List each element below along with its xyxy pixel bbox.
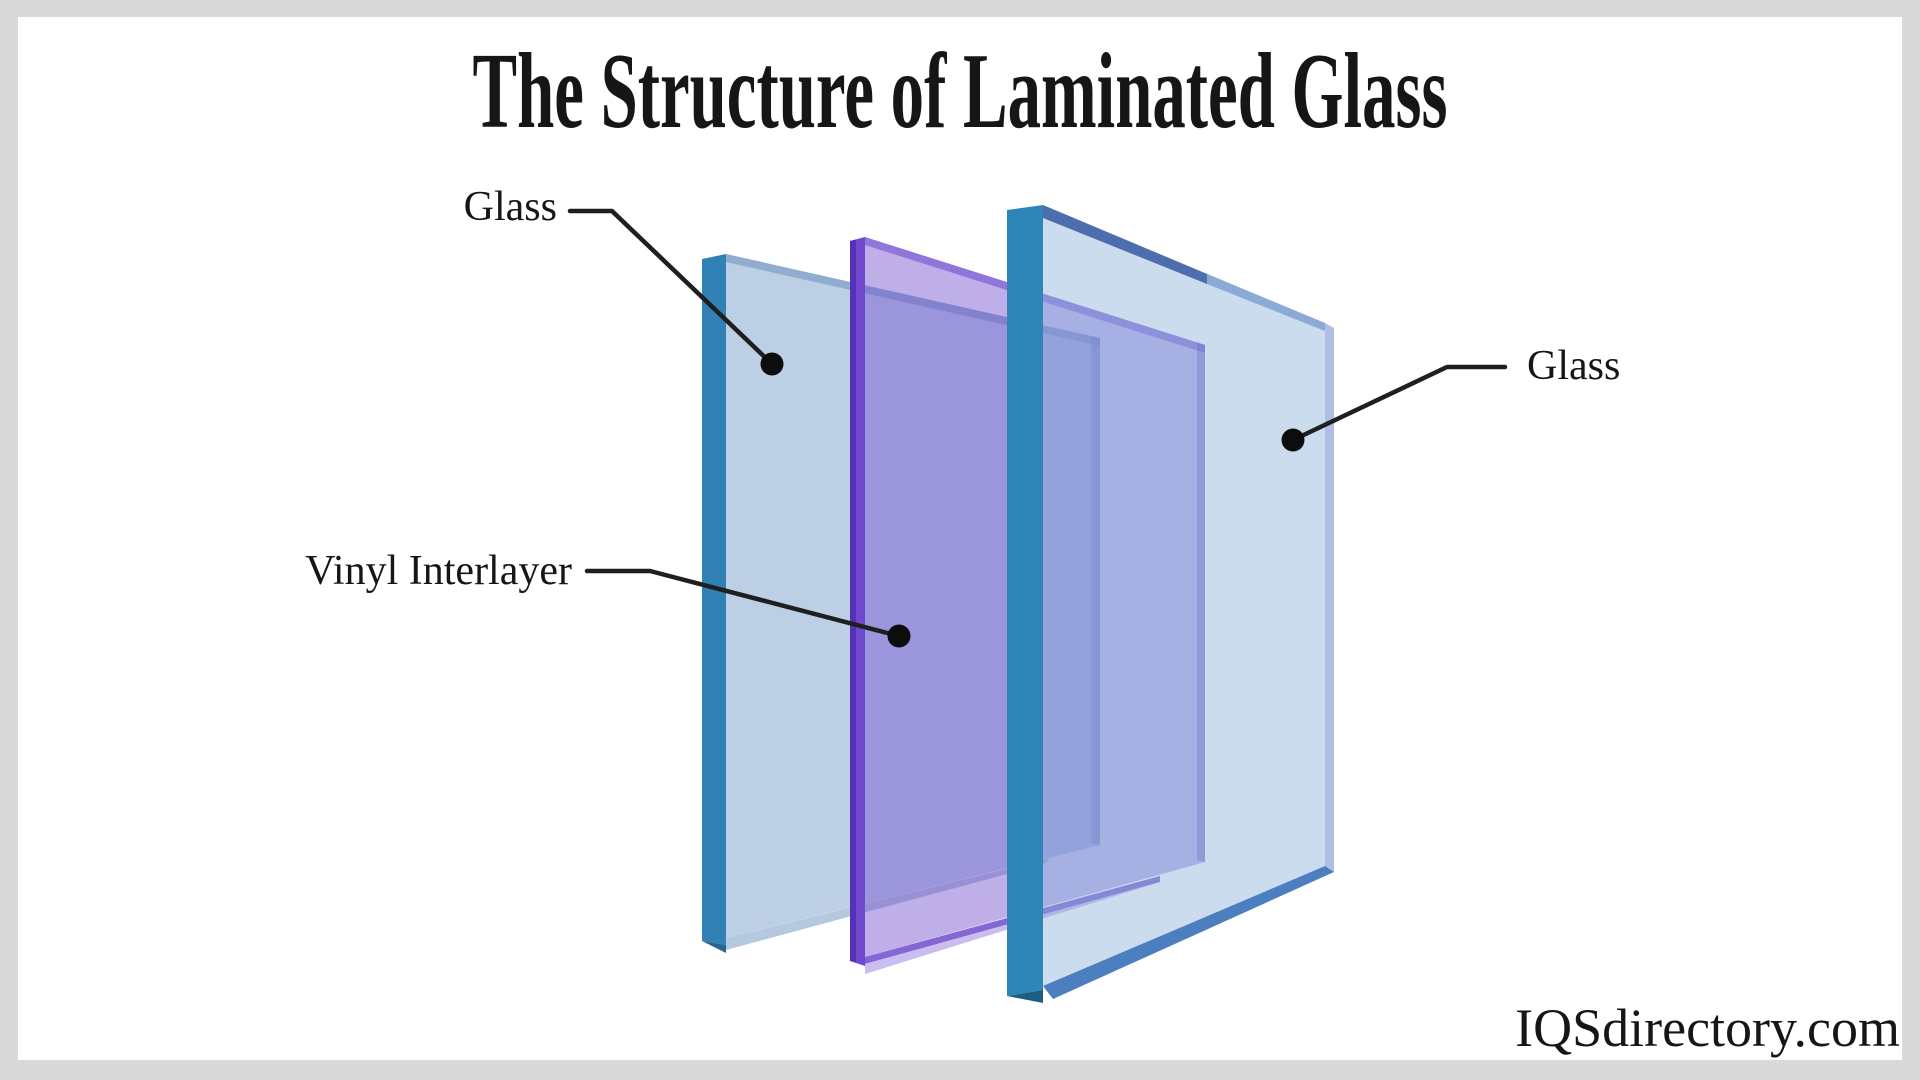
watermark: IQSdirectory.com <box>1515 998 1900 1058</box>
pane3-face <box>1043 205 1325 986</box>
callout-dots <box>760 352 1305 648</box>
pane1-left-edge <box>702 254 726 945</box>
pane3-top-bevel-near <box>1043 205 1207 284</box>
leader-line-glass-left <box>567 208 775 367</box>
pane3-left-edge <box>1007 205 1043 996</box>
pane1-right-edge <box>1091 336 1100 845</box>
pane2-right-edge <box>1197 342 1205 862</box>
glass-pane-front <box>1007 205 1334 1003</box>
label-glass-left: Glass <box>464 184 557 230</box>
pane1-bottom-bevel <box>726 858 1050 950</box>
pane1-left-edge-foot <box>702 941 726 953</box>
leader-line-vinyl-interlayer <box>584 568 902 639</box>
callout-leaders <box>567 208 1508 639</box>
pane2-left-edge-highlight <box>850 239 856 963</box>
pane1-face <box>726 254 1100 938</box>
pane3-left-edge-foot <box>1007 990 1043 1003</box>
glass-pane-back <box>702 254 1100 953</box>
label-vinyl-interlayer: Vinyl Interlayer <box>305 548 572 594</box>
pane1-top-bevel <box>726 254 1100 346</box>
callout-dot-glass-right <box>1281 428 1305 452</box>
page-title: The Structure of Laminated Glass <box>473 32 1448 151</box>
label-glass-right: Glass <box>1527 343 1620 389</box>
callout-dot-glass-left <box>760 352 784 376</box>
pane3-right-edge <box>1325 323 1334 872</box>
pane3-top-bevel-far <box>1207 274 1325 331</box>
callout-dot-vinyl-interlayer <box>887 624 911 648</box>
leader-line-glass-right <box>1290 364 1508 443</box>
pane3-bottom-bevel <box>1043 866 1334 999</box>
